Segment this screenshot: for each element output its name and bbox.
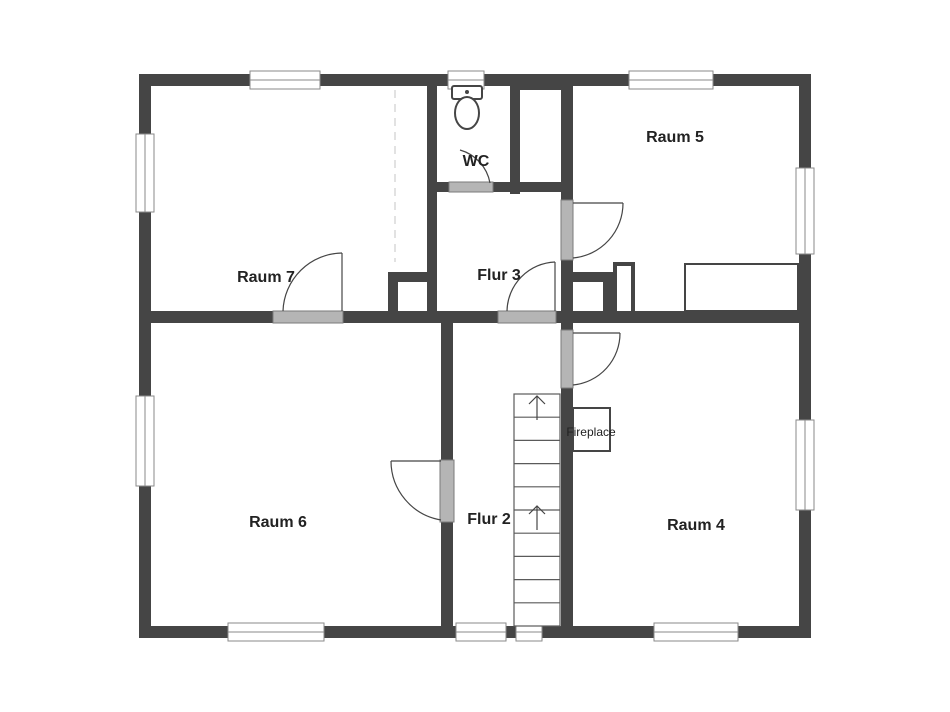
window-bottom-flur2-left (455, 622, 507, 642)
window-bottom-raum4 (653, 622, 739, 642)
stair-arrows (528, 395, 546, 530)
wall-box3-right (631, 262, 635, 312)
window-right-raum4 (795, 419, 815, 511)
wall-wc-left (427, 74, 437, 323)
wall-flur2-right (561, 323, 573, 638)
wall-box-top (388, 272, 427, 282)
label-wc: WC (463, 153, 490, 170)
wall-right (799, 74, 811, 638)
wall-left (139, 74, 151, 638)
wall-closet-top (520, 86, 572, 90)
window-top-wc (447, 70, 485, 90)
wall-box2-top (573, 272, 613, 282)
windows (135, 70, 815, 642)
raum5-counter (684, 263, 799, 312)
wall-box3-left (613, 262, 617, 312)
label-raum7: Raum 7 (237, 269, 295, 286)
window-bottom-raum6 (227, 622, 325, 642)
label-flur3: Flur 3 (477, 267, 521, 284)
door-flur3[interactable] (497, 261, 557, 324)
window-top-raum5 (628, 70, 714, 90)
wall-box3-top (613, 262, 635, 266)
doors (272, 149, 624, 523)
door-wc[interactable] (448, 149, 494, 193)
door-raum7[interactable] (272, 252, 344, 324)
window-right-raum5 (795, 167, 815, 255)
label-raum4: Raum 4 (667, 517, 725, 534)
window-left-raum6 (135, 395, 155, 487)
wall-wc-right (510, 74, 520, 194)
toilet-icon (451, 85, 483, 130)
window-top-raum7 (249, 70, 321, 90)
window-left-raum7 (135, 133, 155, 213)
door-raum6[interactable] (390, 459, 455, 523)
door-raum4[interactable] (560, 329, 621, 389)
door-raum5[interactable] (560, 199, 624, 261)
label-raum5: Raum 5 (646, 129, 704, 146)
label-raum6: Raum 6 (249, 514, 307, 531)
wall-box2-right (603, 272, 613, 316)
wall-box-left (388, 272, 398, 316)
wall-middle-horizontal (139, 311, 811, 323)
label-flur2: Flur 2 (467, 511, 511, 528)
fireplace-box (572, 407, 611, 452)
wall-wc-bottom (427, 182, 573, 192)
label-fireplace: Fireplace (566, 425, 616, 439)
